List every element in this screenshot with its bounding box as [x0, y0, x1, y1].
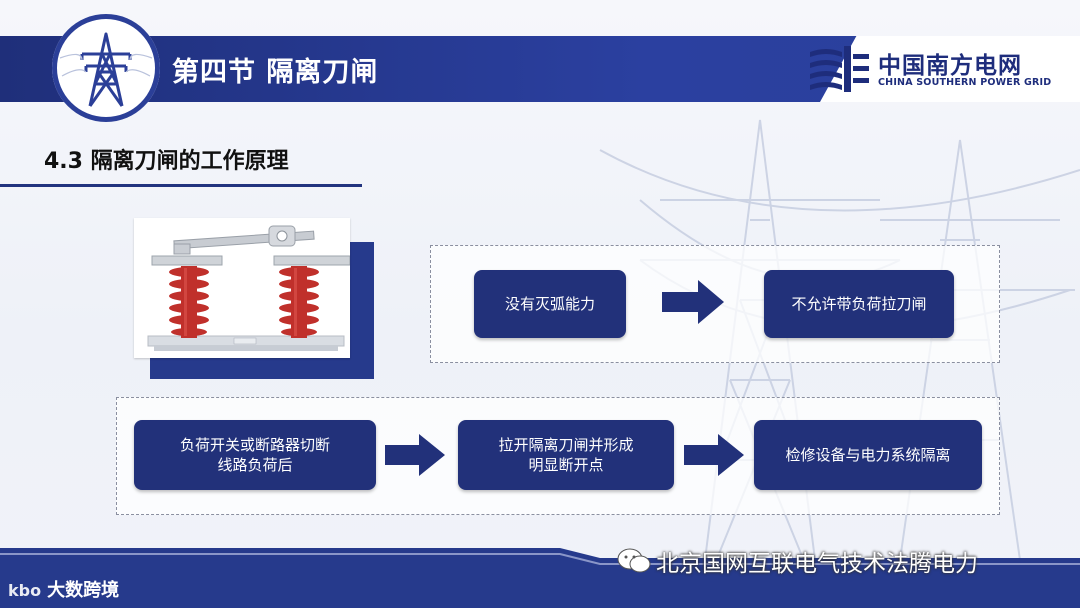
isolating-switch-image — [147, 225, 351, 351]
brand-logo: 中国南方电网 CHINA SOUTHERN POWER GRID — [808, 44, 1058, 96]
no-arc-quenching-step: 没有灭弧能力 — [474, 270, 626, 338]
arrow-right-icon — [385, 434, 445, 476]
cut-load-step: 负荷开关或断路器切断 线路负荷后 — [134, 420, 376, 490]
corner-logo: kbo 大数跨境 — [8, 576, 119, 602]
corner-logo-mark: kbo — [8, 581, 42, 600]
tower-logo — [52, 14, 160, 122]
step-label: 不允许带负荷拉刀闸 — [791, 295, 927, 313]
open-disconnector-step: 拉开隔离刀闸并形成 明显断开点 — [458, 420, 674, 490]
brand-subtitle: CHINA SOUTHERN POWER GRID — [878, 77, 1052, 88]
step-label: 没有灭弧能力 — [504, 295, 595, 313]
power-tower-icon — [59, 32, 153, 107]
disconnect-switch-photo — [134, 218, 351, 358]
arrow-right-icon — [684, 434, 744, 476]
csg-logo-icon — [810, 46, 869, 92]
step-label: 拉开隔离刀闸并形成 明显断开点 — [498, 436, 634, 474]
wechat-icon — [617, 548, 651, 573]
brand-name: 中国南方电网 — [878, 53, 1022, 79]
section-title: 第四节 隔离刀闸 — [172, 57, 379, 88]
footer-band — [0, 548, 1080, 608]
no-load-switching-step: 不允许带负荷拉刀闸 — [764, 270, 954, 338]
arrow-right-icon — [662, 280, 724, 324]
watermark-text: 北京国网互联电气技术法腾电力 — [656, 551, 978, 577]
isolate-equipment-step: 检修设备与电力系统隔离 — [754, 420, 982, 490]
slide-subtitle: 4.3 隔离刀闸的工作原理 — [44, 149, 289, 174]
corner-logo-text: 大数跨境 — [47, 580, 120, 601]
step-label: 检修设备与电力系统隔离 — [785, 446, 951, 464]
step-label: 负荷开关或断路器切断 线路负荷后 — [179, 436, 330, 474]
subtitle-underline — [0, 184, 362, 187]
